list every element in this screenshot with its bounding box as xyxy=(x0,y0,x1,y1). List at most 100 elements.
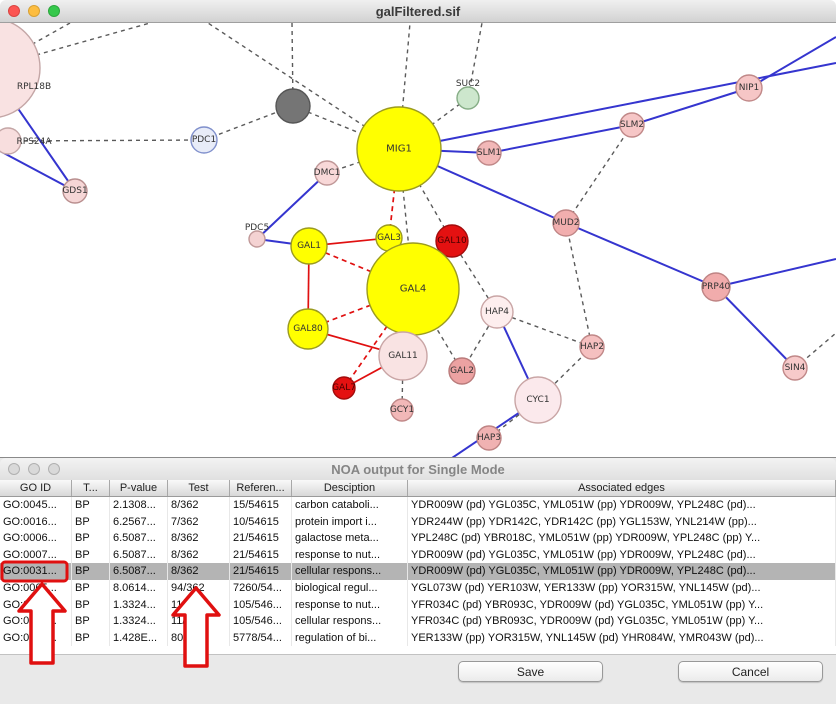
zoom-button[interactable] xyxy=(48,5,60,17)
column-header-test[interactable]: Test xyxy=(168,480,230,496)
network-edge[interactable] xyxy=(207,23,400,150)
network-edge[interactable] xyxy=(291,23,294,107)
network-edge[interactable] xyxy=(488,124,633,154)
column-header-type[interactable]: T... xyxy=(72,480,110,496)
node-circle[interactable] xyxy=(314,160,340,186)
node-circle[interactable] xyxy=(435,224,469,258)
network-edge[interactable] xyxy=(565,222,593,348)
node-RPL18B[interactable]: RPL18B xyxy=(0,23,51,118)
node-circle[interactable] xyxy=(378,331,428,381)
network-edge[interactable] xyxy=(565,124,633,224)
network-window-titlebar[interactable]: galFiltered.sif xyxy=(0,0,836,23)
node-DMC1[interactable]: DMC1 xyxy=(314,160,341,186)
column-header-go-id[interactable]: GO ID xyxy=(0,480,72,496)
column-header-p-value[interactable]: P-value xyxy=(110,480,168,496)
node-SIN4[interactable]: SIN4 xyxy=(782,355,808,381)
column-header-description[interactable]: Desciption xyxy=(292,480,408,496)
cell-test: 7/362 xyxy=(168,513,230,531)
node-GAL80[interactable]: GAL80 xyxy=(287,308,329,350)
node-circle[interactable] xyxy=(476,425,502,451)
node-circle[interactable] xyxy=(287,308,329,350)
network-edge[interactable] xyxy=(451,240,498,313)
noa-window-titlebar[interactable]: NOA output for Single Mode xyxy=(0,458,836,481)
close-button[interactable] xyxy=(8,463,20,475)
node-GAL7[interactable]: GAL7 xyxy=(332,376,356,400)
node-circle[interactable] xyxy=(332,376,356,400)
node-HAP2[interactable]: HAP2 xyxy=(579,334,605,360)
node-NIP1[interactable]: NIP1 xyxy=(735,74,763,102)
node-SLM2[interactable]: SLM2 xyxy=(619,112,645,138)
cancel-button[interactable]: Cancel xyxy=(678,661,823,682)
zoom-button[interactable] xyxy=(48,463,60,475)
node-circle[interactable] xyxy=(552,209,580,237)
node-circle[interactable] xyxy=(476,140,502,166)
save-button[interactable]: Save xyxy=(458,661,603,682)
node-circle[interactable] xyxy=(579,334,605,360)
network-edge[interactable] xyxy=(565,222,717,288)
network-edge[interactable] xyxy=(631,87,750,126)
network-edge[interactable] xyxy=(398,23,411,150)
node-circle[interactable] xyxy=(390,398,414,422)
node-circle[interactable] xyxy=(448,357,476,385)
node-GCY1[interactable]: GCY1 xyxy=(390,398,414,422)
network-edge[interactable] xyxy=(398,97,469,150)
node-circle[interactable] xyxy=(0,127,22,155)
node-circle[interactable] xyxy=(480,295,514,329)
column-header-associated-edges[interactable]: Associated edges xyxy=(408,480,836,496)
network-edge[interactable] xyxy=(715,286,796,369)
node-PRP40[interactable]: PRP40 xyxy=(701,272,731,302)
network-edge[interactable] xyxy=(496,311,593,348)
node-circle[interactable] xyxy=(356,106,442,192)
node-GAL1[interactable]: GAL1 xyxy=(290,227,328,265)
node-SUC2[interactable]: SUC2 xyxy=(456,79,480,110)
node-HAP3[interactable]: HAP3 xyxy=(476,425,502,451)
node-circle[interactable] xyxy=(275,88,311,124)
node-MUD2[interactable]: MUD2 xyxy=(552,209,580,237)
minimize-button[interactable] xyxy=(28,5,40,17)
node-GAL2[interactable]: GAL2 xyxy=(448,357,476,385)
network-edge[interactable] xyxy=(256,172,328,240)
node-HAP4[interactable]: HAP4 xyxy=(480,295,514,329)
node-circle[interactable] xyxy=(514,376,562,424)
node-circle[interactable] xyxy=(62,178,88,204)
node-circle[interactable] xyxy=(248,230,266,248)
network-edge[interactable] xyxy=(0,150,76,192)
network-edge[interactable] xyxy=(715,258,836,288)
column-header-reference[interactable]: Referen... xyxy=(230,480,292,496)
node-RPS24A[interactable]: RPS24A xyxy=(0,127,52,155)
node-GAL10[interactable]: GAL10 xyxy=(435,224,469,258)
node-circle[interactable] xyxy=(190,126,218,154)
node-circle[interactable] xyxy=(782,355,808,381)
close-button[interactable] xyxy=(8,5,20,17)
node-MIG1[interactable]: MIG1 xyxy=(356,106,442,192)
node-circle[interactable] xyxy=(456,86,480,110)
node-CYC1[interactable]: CYC1 xyxy=(514,376,562,424)
node-GRAY1[interactable] xyxy=(275,88,311,124)
node-GDS1[interactable]: GDS1 xyxy=(62,178,88,204)
network-edge[interactable] xyxy=(292,105,400,150)
minimize-button[interactable] xyxy=(28,463,40,475)
node-GAL11[interactable]: GAL11 xyxy=(378,331,428,381)
node-circle[interactable] xyxy=(0,23,41,118)
node-PDC5[interactable]: PDC5 xyxy=(245,223,269,248)
node-GAL4[interactable]: GAL4 xyxy=(366,242,460,336)
node-circle[interactable] xyxy=(701,272,731,302)
network-edge[interactable] xyxy=(748,36,836,89)
network-edge[interactable] xyxy=(398,62,836,150)
node-PDC1[interactable]: PDC1 xyxy=(190,126,218,154)
node-circle[interactable] xyxy=(619,112,645,138)
node-circle[interactable] xyxy=(290,227,328,265)
node-SLM1[interactable]: SLM1 xyxy=(476,140,502,166)
node-circle[interactable] xyxy=(735,74,763,102)
cell-type: BP xyxy=(72,563,110,580)
